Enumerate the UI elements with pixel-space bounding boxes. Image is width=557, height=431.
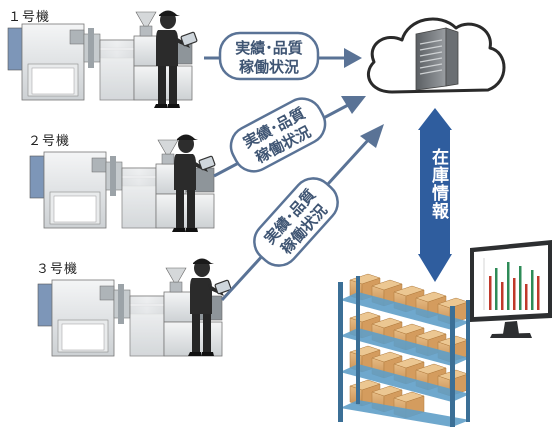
monitor-icon [470,240,552,338]
machine-1-label: １号機 [8,10,51,25]
machine-3-label: ３号機 [36,262,79,277]
machine-2-label: ２号機 [28,134,71,149]
bubble-1-line1: 実績･品質 [235,39,303,57]
status-bubble-2: 実績･品質 稼働状況 [229,97,327,173]
status-bubble-1: 実績･品質 稼働状況 [218,31,320,81]
status-bubble-3: 実績･品質 稼働状況 [253,177,339,267]
shelf-icon [338,273,470,427]
inventory-double-arrow [418,108,452,282]
bubble-1-line2: 稼働状況 [239,58,299,76]
worker-icon [187,257,232,357]
server-icon [415,27,459,91]
inventory-info-label: 在庫情報 [428,148,448,220]
